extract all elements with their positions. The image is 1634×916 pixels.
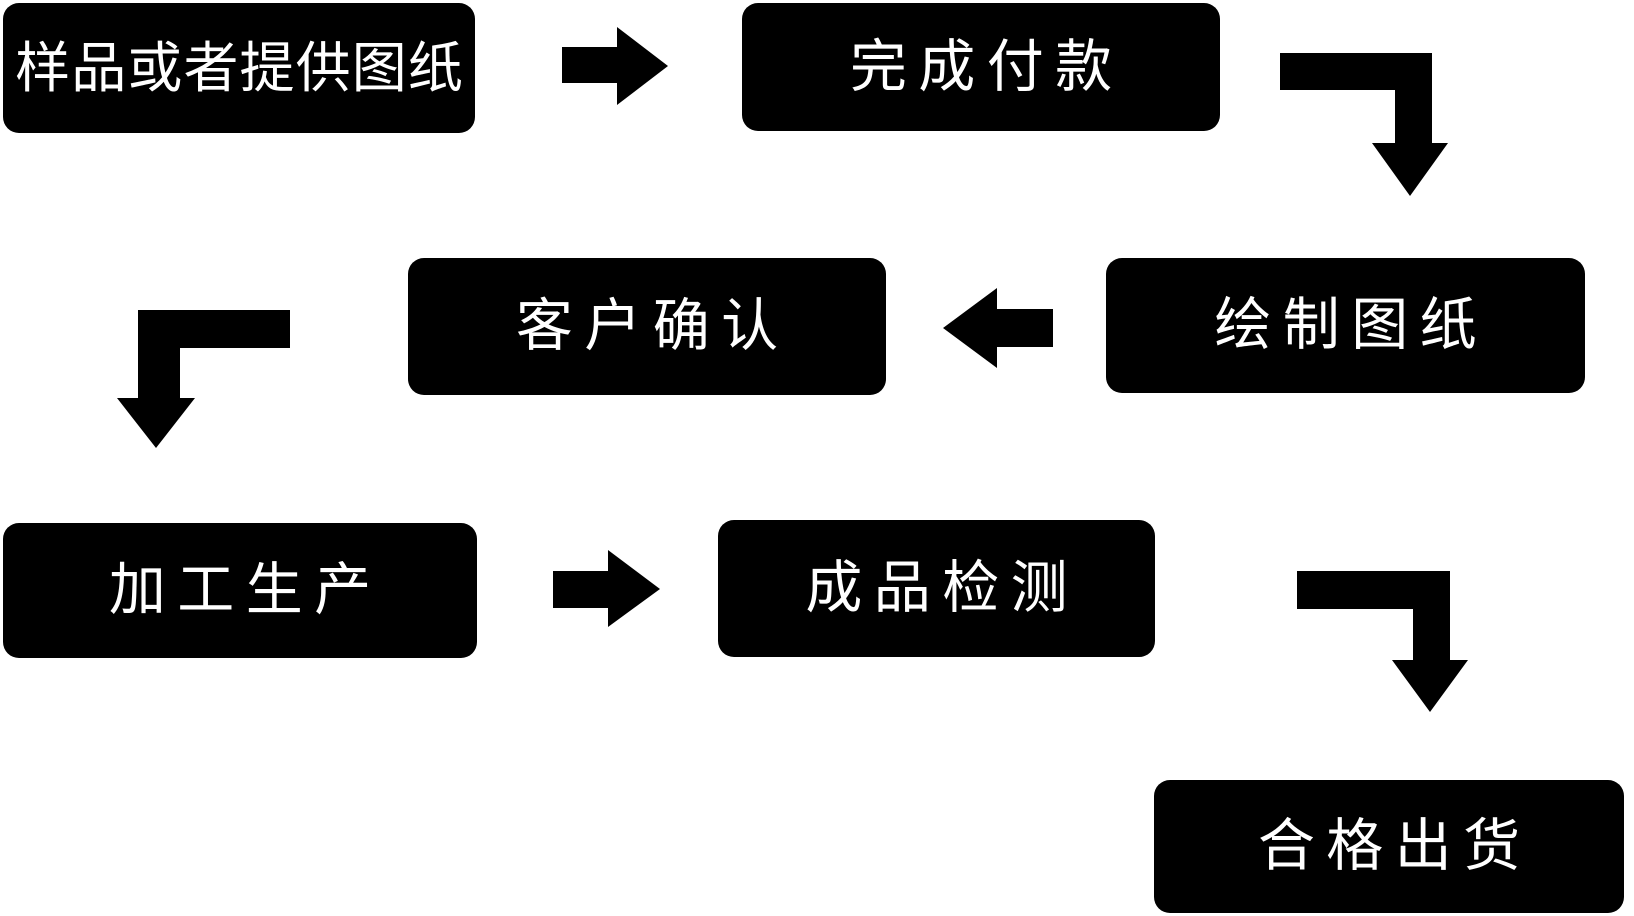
arrow-sample-to-payment-icon — [562, 27, 668, 105]
node-customer-confirm-label: 客户确认 — [515, 294, 790, 358]
node-product-inspection-label: 成品检测 — [805, 556, 1079, 620]
node-draw-drawings: 绘制图纸 — [1106, 258, 1585, 393]
node-sample-or-drawings: 样品或者提供图纸 — [3, 3, 475, 133]
node-complete-payment: 完成付款 — [742, 3, 1220, 131]
node-customer-confirm: 客户确认 — [408, 258, 886, 395]
arrow-payment-to-drawing-icon — [1280, 53, 1448, 196]
node-complete-payment-label: 完成付款 — [849, 34, 1124, 99]
node-processing-production: 加工生产 — [3, 523, 477, 658]
arrow-production-to-inspection-icon — [553, 550, 660, 627]
node-sample-or-drawings-label: 样品或者提供图纸 — [15, 36, 464, 99]
node-qualified-shipment: 合格出货 — [1154, 780, 1624, 913]
arrow-confirm-to-production-icon — [117, 310, 290, 448]
arrow-drawing-to-confirm-icon — [943, 288, 1053, 368]
node-draw-drawings-label: 绘制图纸 — [1214, 293, 1488, 357]
node-product-inspection: 成品检测 — [718, 520, 1155, 657]
node-qualified-shipment-label: 合格出货 — [1257, 814, 1532, 878]
node-processing-production-label: 加工生产 — [108, 558, 383, 622]
arrow-inspection-to-shipment-icon — [1297, 571, 1468, 712]
